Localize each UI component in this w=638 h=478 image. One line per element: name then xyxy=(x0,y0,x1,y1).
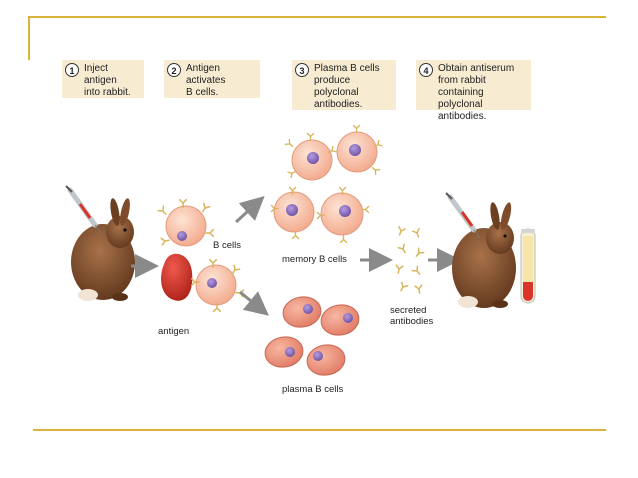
antibody-icon xyxy=(394,225,425,295)
step-3-box: 3 Plasma B cells produce polyclonal anti… xyxy=(292,60,396,110)
memory-b-cells-label: memory B cells xyxy=(282,254,347,265)
step-1-box: 1 Inject antigen into rabbit. xyxy=(62,60,144,98)
test-tube-icon xyxy=(520,228,536,304)
step-1-number: 1 xyxy=(65,63,79,77)
step-4-box: 4 Obtain antiserum from rabbit containin… xyxy=(416,60,531,122)
plasma-b-cells xyxy=(264,296,360,376)
step-1-text: Inject antigen into rabbit. xyxy=(84,63,131,98)
step-2-box: 2 Antigen activates B cells. xyxy=(164,60,260,98)
arrow-icon xyxy=(234,195,265,224)
top-rule xyxy=(28,16,606,18)
step-2-text: Antigen activates B cells. xyxy=(186,63,226,98)
antigen-shape xyxy=(161,253,193,301)
b-cell-upper xyxy=(157,198,215,247)
b-cells-label: B cells xyxy=(213,240,241,251)
step-4-number: 4 xyxy=(419,63,433,77)
step-4-text: Obtain antiserum from rabbit containing … xyxy=(438,63,515,122)
rabbit-icon xyxy=(71,198,135,301)
memory-b-cells xyxy=(270,124,383,244)
b-cell-lower xyxy=(190,258,245,313)
secreted-antibodies-label: secreted antibodies xyxy=(390,305,434,327)
step-3-text: Plasma B cells produce polyclonal antibo… xyxy=(314,63,380,110)
step-2-number: 2 xyxy=(167,63,181,77)
syringe-icon xyxy=(445,192,481,239)
left-rule xyxy=(28,16,30,60)
arrow-icon xyxy=(239,290,269,316)
antigen-label: antigen xyxy=(158,326,190,337)
rabbit-icon xyxy=(452,202,516,308)
syringe-icon xyxy=(65,185,102,234)
bottom-rule xyxy=(33,429,606,431)
plasma-b-cells-label: plasma B cells xyxy=(282,384,344,395)
step-3-number: 3 xyxy=(295,63,309,77)
